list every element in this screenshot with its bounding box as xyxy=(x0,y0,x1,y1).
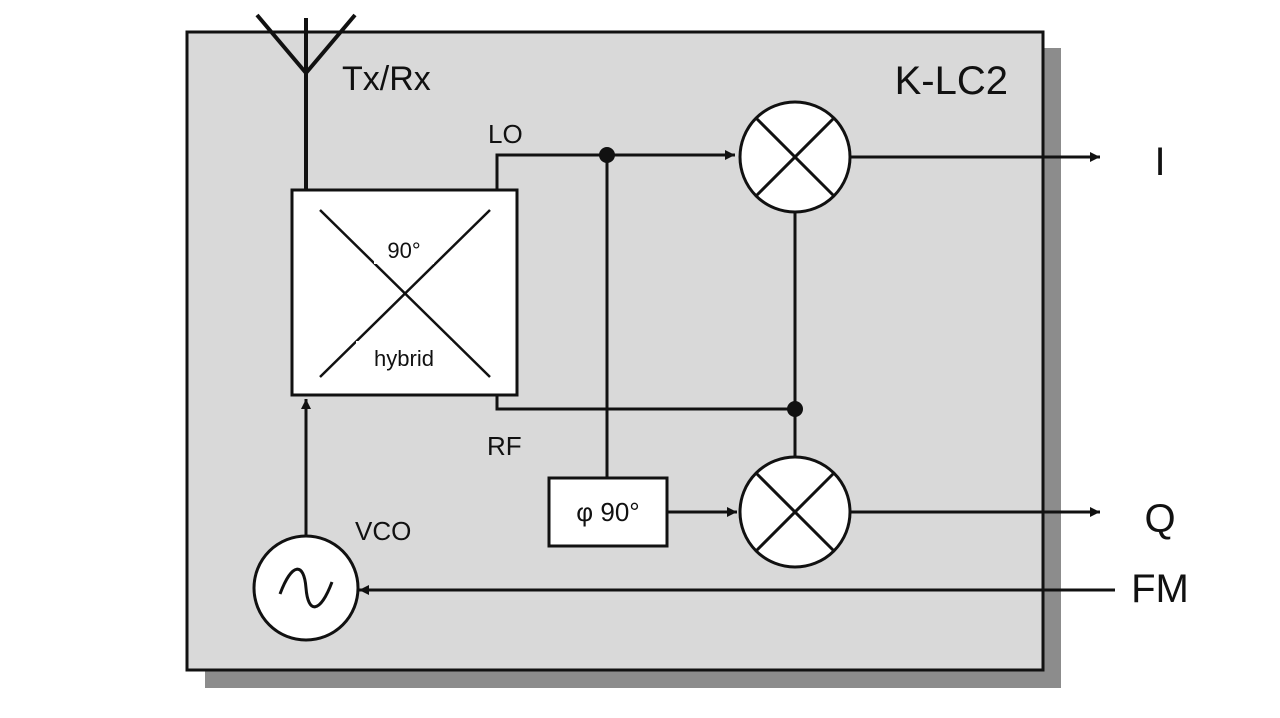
phase-shifter: φ 90° xyxy=(547,476,669,548)
hybrid-label-name: hybrid xyxy=(374,346,434,371)
output-q-label: Q xyxy=(1144,497,1175,541)
hybrid-label-angle: 90° xyxy=(387,238,420,263)
vco-oscillator xyxy=(252,534,360,642)
output-i-label: I xyxy=(1154,140,1165,184)
rf-line xyxy=(495,395,795,411)
mixer-q xyxy=(738,455,852,569)
mixer-i xyxy=(738,100,852,214)
hybrid-coupler: 90° hybrid xyxy=(290,188,519,397)
phase-shifter-label: φ 90° xyxy=(576,497,639,527)
sine-wave-icon xyxy=(278,567,334,609)
fm-input-label: FM xyxy=(1131,567,1189,611)
antenna-icon xyxy=(255,13,357,190)
module-title: K-LC2 xyxy=(895,59,1008,103)
lo-line xyxy=(495,150,735,190)
antenna-label: Tx/Rx xyxy=(342,60,431,98)
rf-port-label: RF xyxy=(487,431,522,461)
vco-label: VCO xyxy=(355,516,411,546)
lo-port-label: LO xyxy=(488,119,523,149)
